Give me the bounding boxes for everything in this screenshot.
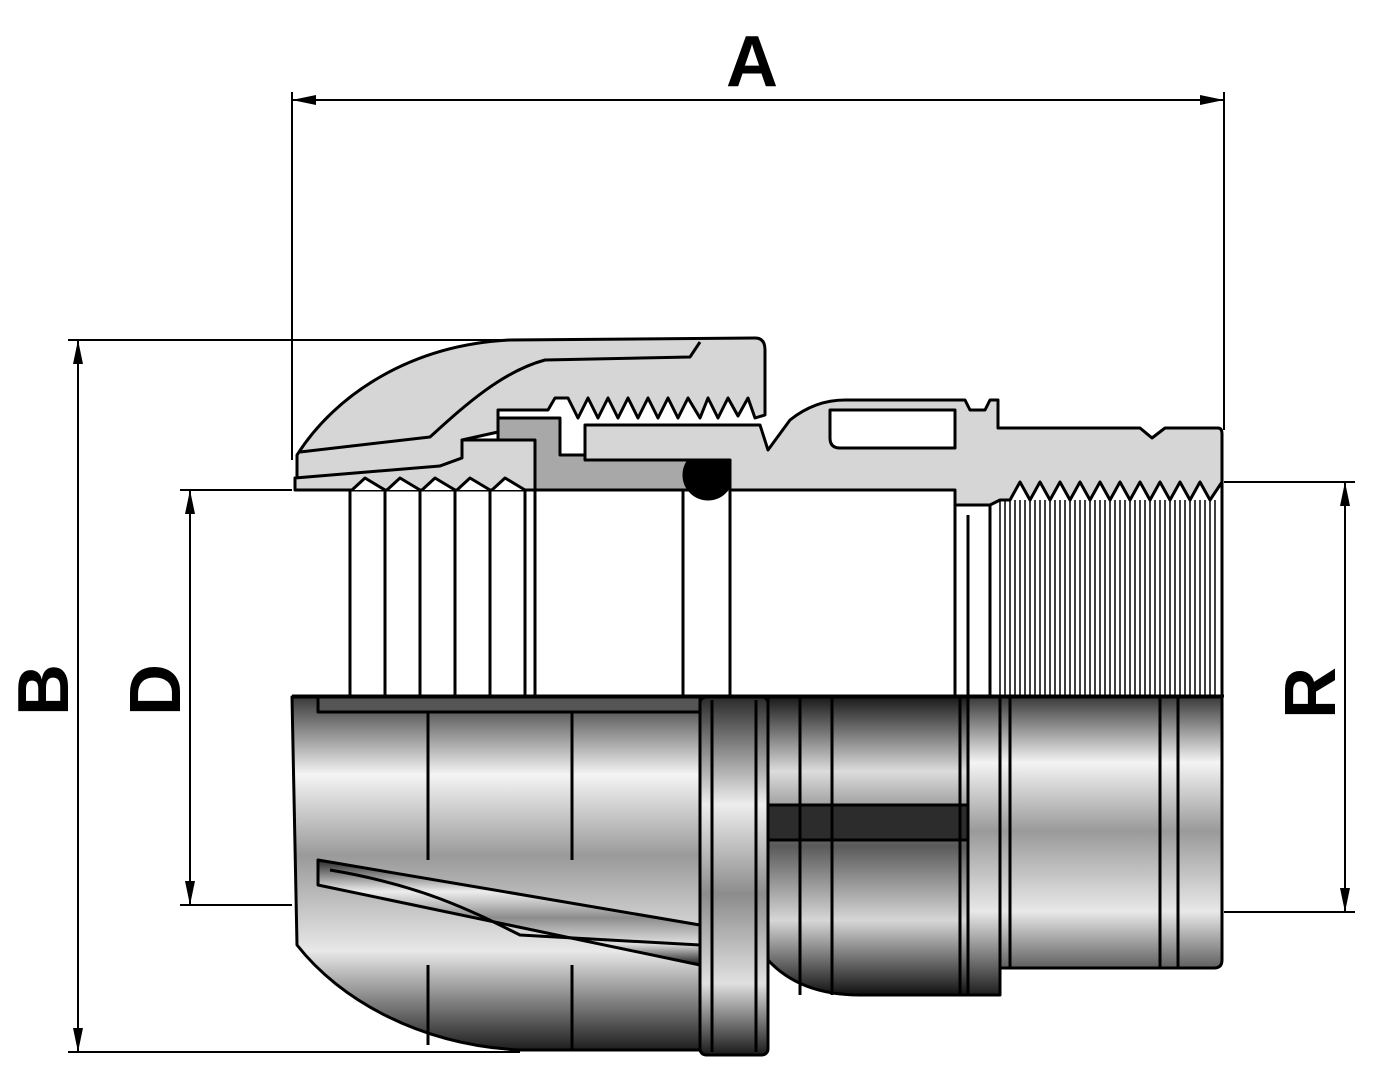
body-neck <box>766 695 970 997</box>
dim-a-label: A <box>726 22 778 102</box>
neck-bar <box>766 803 970 842</box>
nut-section <box>295 336 767 492</box>
nut-inner-contour <box>299 341 702 454</box>
nut-exterior <box>290 695 702 1052</box>
thread-lines <box>999 500 1216 695</box>
body-section <box>583 398 1224 507</box>
threaded-end-exterior <box>966 695 1224 997</box>
nut-slot <box>316 695 702 714</box>
body-pocket <box>828 408 957 450</box>
bore-area <box>292 490 1224 695</box>
cross-section-upper <box>292 336 1224 695</box>
nut-wing-curve <box>329 868 701 947</box>
dimension-lines <box>68 92 1355 1053</box>
dim-b-label: B <box>4 664 84 716</box>
grip-teeth <box>350 476 526 492</box>
dim-r-label: R <box>1271 667 1351 719</box>
nut-flange <box>698 695 770 1057</box>
dim-d-label: D <box>116 664 196 716</box>
exterior-view-lower <box>290 694 1224 1057</box>
bore-lines <box>348 490 992 695</box>
